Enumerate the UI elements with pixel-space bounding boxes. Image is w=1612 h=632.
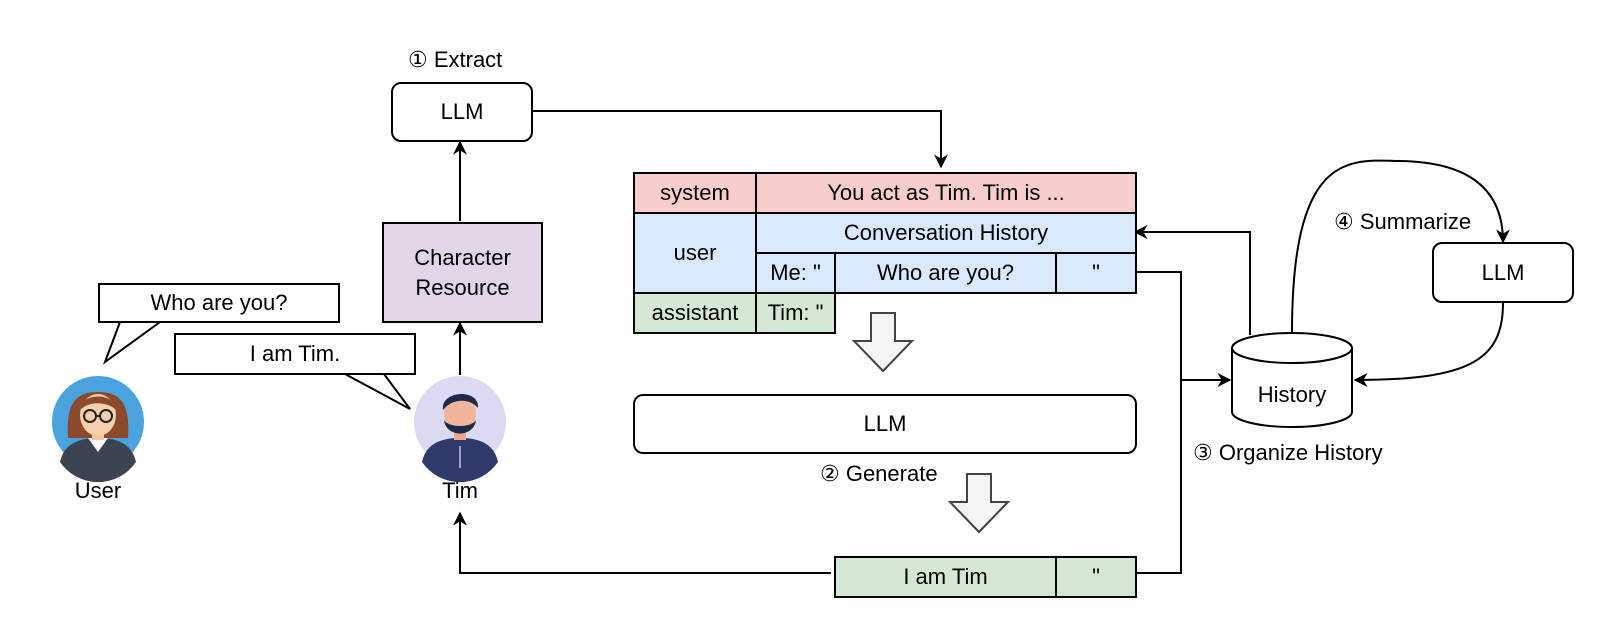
summarize-step-label: ④ Summarize	[1334, 209, 1472, 234]
system-role-cell: system	[633, 172, 757, 214]
arrow-history-to-summarize	[1291, 159, 1510, 334]
llm-extract-box: LLM	[391, 82, 533, 142]
tim-label: Tim	[442, 478, 478, 503]
arrow-extract-to-prompt	[528, 110, 948, 169]
user-close-quote-cell: "	[1055, 252, 1137, 294]
user-speech-bubble: Who are you?	[98, 283, 340, 323]
arrow-history-to-conversation	[1133, 225, 1251, 335]
user-role-cell: user	[633, 212, 757, 294]
user-message-text: Who are you?	[877, 260, 1014, 285]
history-label: History	[1257, 382, 1327, 407]
organize-step-label: ③ Organize History	[1193, 440, 1383, 465]
assistant-role-cell: assistant	[633, 292, 757, 334]
llm-summarize-box: LLM	[1432, 242, 1574, 303]
response-cell: I am Tim	[834, 556, 1057, 598]
conversation-history-label: Conversation History	[843, 220, 1049, 245]
user-label: User	[74, 478, 122, 503]
character-resource-box: Character Resource	[382, 222, 543, 323]
system-role-label: system	[660, 180, 730, 205]
generate-step-label: ② Generate	[820, 461, 938, 486]
down-arrow-icon	[947, 473, 1011, 534]
llm-generate-box: LLM	[633, 394, 1137, 454]
system-content-cell: You act as Tim. Tim is ...	[755, 172, 1137, 214]
user-close-quote-text: "	[1092, 260, 1100, 285]
system-content-text: You act as Tim. Tim is ...	[827, 180, 1065, 205]
tim-speech-bubble: I am Tim.	[174, 333, 416, 375]
tim-bubble-tail	[344, 373, 411, 410]
character-resource-label: Character Resource	[414, 244, 511, 300]
user-message-cell: Who are you?	[834, 252, 1057, 294]
user-bubble-tail	[102, 321, 161, 365]
down-arrow-icon	[851, 312, 915, 373]
conversation-history-cell: Conversation History	[755, 212, 1137, 254]
tim-prefix-cell: Tim: "	[755, 292, 836, 334]
extract-step-label: ① Extract	[408, 47, 503, 72]
tim-bubble-text: I am Tim.	[249, 341, 341, 366]
arrow-output-to-tim	[453, 511, 831, 574]
tim-prefix-text: Tim: "	[767, 300, 824, 325]
user-role-label: user	[673, 240, 717, 265]
response-text: I am Tim	[903, 564, 988, 589]
llm-extract-label: LLM	[440, 99, 484, 124]
me-prefix-text: Me: "	[770, 260, 821, 285]
line-output-to-history	[1133, 380, 1182, 574]
tim-avatar-icon	[414, 376, 506, 483]
user-avatar-icon	[52, 376, 144, 483]
response-close-quote-text: "	[1092, 564, 1100, 589]
llm-generate-label: LLM	[863, 411, 907, 436]
arrow-summarize-to-history	[1353, 302, 1504, 387]
assistant-role-label: assistant	[651, 300, 739, 325]
me-prefix-cell: Me: "	[755, 252, 836, 294]
response-close-quote-cell: "	[1055, 556, 1137, 598]
llm-summarize-label: LLM	[1481, 259, 1525, 285]
line-user-to-history	[1133, 271, 1182, 380]
user-bubble-text: Who are you?	[150, 290, 288, 315]
history-cylinder	[1231, 332, 1353, 428]
